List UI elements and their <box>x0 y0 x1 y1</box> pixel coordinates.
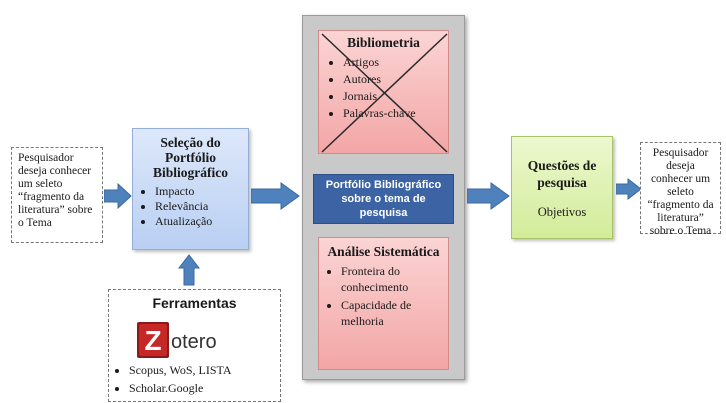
list-item: Capacidade de melhoria <box>341 297 442 329</box>
cross-out-mark <box>321 33 448 153</box>
right-researcher-note: Pesquisador deseja conhecer um seleto “f… <box>640 142 721 237</box>
arrow-right-icon <box>251 182 300 210</box>
list-item: Atualização <box>155 214 242 229</box>
left-note-text: Pesquisador deseja conhecer um seleto “f… <box>18 152 93 229</box>
portfolio-selection-box: Seleção do Portfólio Bibliográfico Impac… <box>132 128 249 250</box>
list-item: Jornais <box>343 88 442 105</box>
bibliometria-box: Bibliometria Artigos Autores Jornais Pal… <box>318 30 449 154</box>
list-item: Palavras-chave <box>343 105 442 122</box>
research-questions-box: Questões de pesquisa Objetivos <box>511 136 613 239</box>
right-note-text: Pesquisador deseja conhecer um seleto “f… <box>647 147 714 237</box>
arrow-right-icon <box>467 182 510 210</box>
zotero-logo: Z otero <box>137 322 217 358</box>
left-researcher-note: Pesquisador deseja conhecer um seleto “f… <box>11 147 103 243</box>
selection-title: Seleção do Portfólio Bibliográfico <box>153 135 228 180</box>
zotero-logo-letter: Z <box>144 325 161 356</box>
list-item: Artigos <box>343 54 442 71</box>
list-item: Scopus, WoS, LISTA <box>129 361 232 379</box>
arrow-right-icon <box>616 178 642 200</box>
questions-title: Questões de pesquisa <box>527 158 597 190</box>
analise-list: Fronteira do conhecimento Capacidade de … <box>325 263 442 329</box>
questions-subtitle: Objetivos <box>537 205 587 219</box>
list-item: Impacto <box>155 184 242 199</box>
list-item: Relevância <box>155 199 242 214</box>
arrow-up-icon <box>178 254 200 286</box>
portfolio-text: Portfólio Bibliográfico sobre o tema de … <box>325 179 442 219</box>
analise-title: Análise Sistemática <box>327 244 440 259</box>
portfolio-result-box: Portfólio Bibliográfico sobre o tema de … <box>313 174 454 224</box>
list-item: Autores <box>343 71 442 88</box>
analysis-panel: Bibliometria Artigos Autores Jornais Pal… <box>302 15 465 380</box>
tools-box: Ferramentas Z otero Scopus, WoS, LISTA S… <box>108 289 281 402</box>
analise-sistematica-box: Análise Sistemática Fronteira do conheci… <box>318 237 449 370</box>
list-item: Scholar.Google <box>129 379 232 397</box>
bibliometria-title: Bibliometria <box>347 35 420 50</box>
list-item: Fronteira do conhecimento <box>341 263 442 295</box>
selection-criteria-list: Impacto Relevância Atualização <box>139 184 242 229</box>
tools-list: Scopus, WoS, LISTA Scholar.Google <box>115 361 232 397</box>
bibliometria-list: Artigos Autores Jornais Palavras-chave <box>325 54 442 122</box>
tools-title: Ferramentas <box>152 295 237 311</box>
arrow-right-icon <box>104 183 132 209</box>
zotero-logo-text: otero <box>171 331 217 353</box>
